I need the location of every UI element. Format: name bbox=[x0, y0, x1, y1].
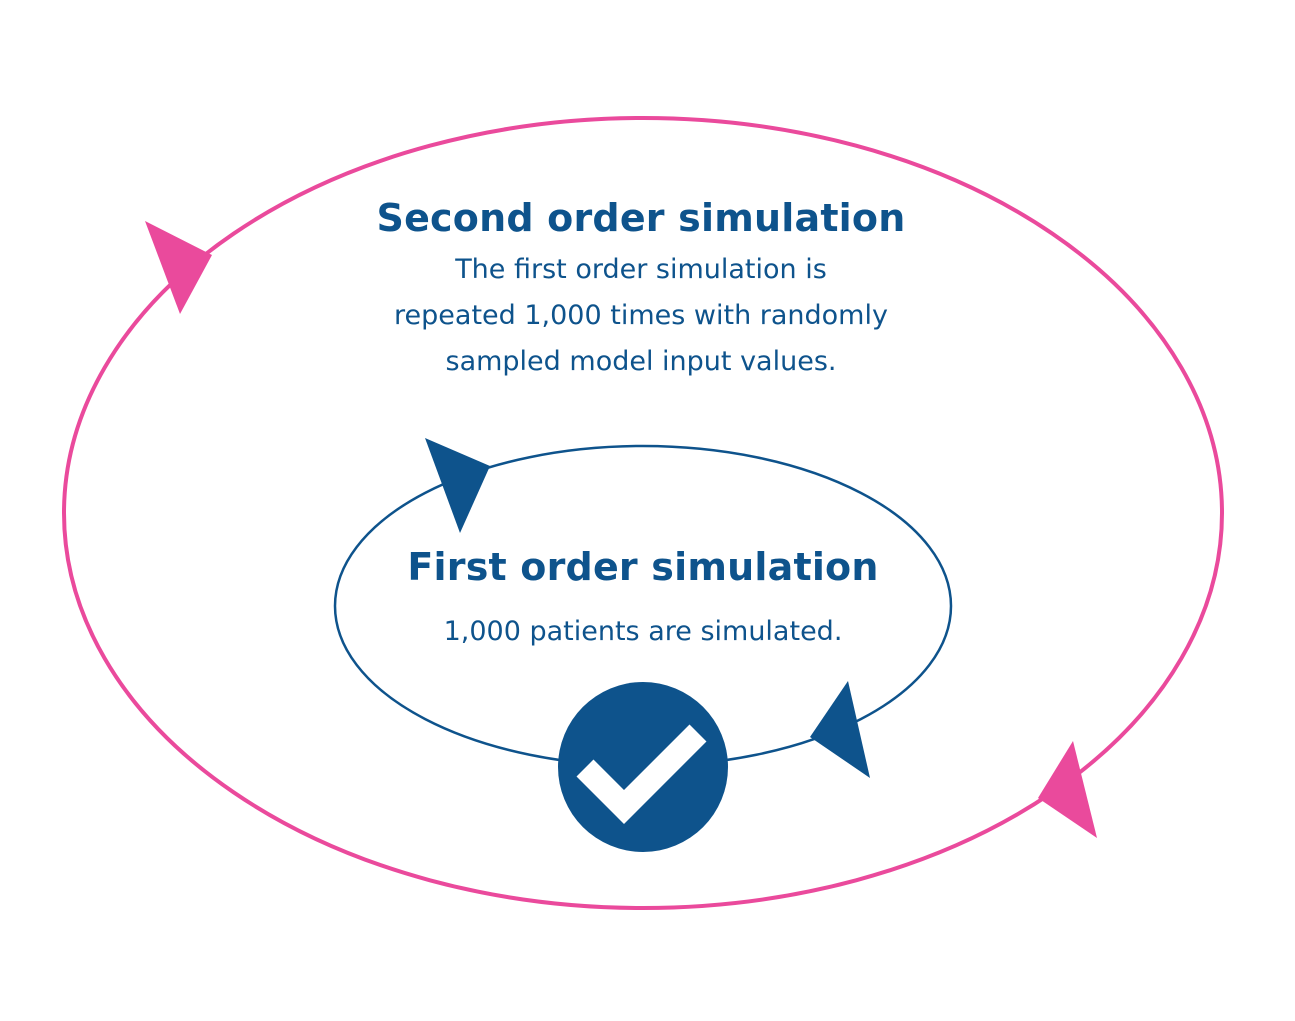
outer-loop-description: The first order simulation is repeated 1… bbox=[291, 247, 991, 385]
inner-loop-arrow-top bbox=[425, 438, 490, 533]
outer-loop-description-line: repeated 1,000 times with randomly bbox=[394, 300, 888, 331]
outer-loop-ellipse bbox=[62, 116, 1224, 910]
inner-loop-arrow-bottom bbox=[810, 681, 870, 778]
inner-loop-title: First order simulation bbox=[407, 545, 879, 589]
outer-loop-description-line: sampled model input values. bbox=[445, 346, 837, 377]
inner-loop-description: 1,000 patients are simulated. bbox=[443, 616, 843, 647]
outer-loop-description-line: The first order simulation is bbox=[455, 254, 827, 285]
outer-loop-arrow-top bbox=[145, 221, 212, 314]
check-mark-icon bbox=[576, 724, 707, 824]
outer-loop-arrow-bottom bbox=[1038, 741, 1097, 838]
check-circle-background bbox=[558, 682, 728, 852]
check-circle-icon bbox=[558, 682, 728, 852]
outer-loop-title: Second order simulation bbox=[376, 196, 906, 240]
